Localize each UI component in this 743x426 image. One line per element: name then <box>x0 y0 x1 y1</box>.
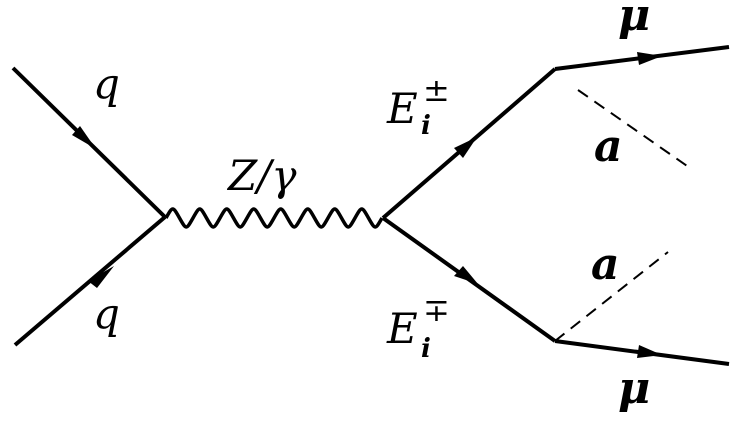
boson-label: Z/γ <box>226 151 297 200</box>
quark-label-upper: q <box>93 59 120 108</box>
lepton-lower-sub: i <box>421 334 431 364</box>
lepton-upper-sub: i <box>421 111 431 141</box>
axion-label-lower: a <box>591 239 620 290</box>
axion-label-upper: a <box>594 121 623 172</box>
lepton-lower-sup: ∓ <box>423 291 450 329</box>
axion-line-upper <box>577 89 691 169</box>
muon-label-upper: μ <box>618 0 650 41</box>
quark-label-lower: q <box>93 289 120 338</box>
lepton-upper-base: E <box>386 84 418 133</box>
lepton-label-upper: E <box>386 84 418 133</box>
lepton-arrow-upper <box>454 137 477 158</box>
quark-arrow-lower <box>88 266 114 288</box>
muon-arrow-lower <box>637 345 662 358</box>
muon-label-lower: μ <box>618 363 650 414</box>
quark-arrow-upper <box>72 126 96 149</box>
lepton-label-lower: E <box>386 304 418 353</box>
lepton-upper-sup: ± <box>423 71 450 109</box>
axion-line-lower <box>554 251 669 342</box>
boson-propagator <box>164 207 384 229</box>
muon-arrow-upper <box>637 52 662 65</box>
lepton-lower-base: E <box>386 304 418 353</box>
lepton-arrow-lower <box>454 266 478 284</box>
